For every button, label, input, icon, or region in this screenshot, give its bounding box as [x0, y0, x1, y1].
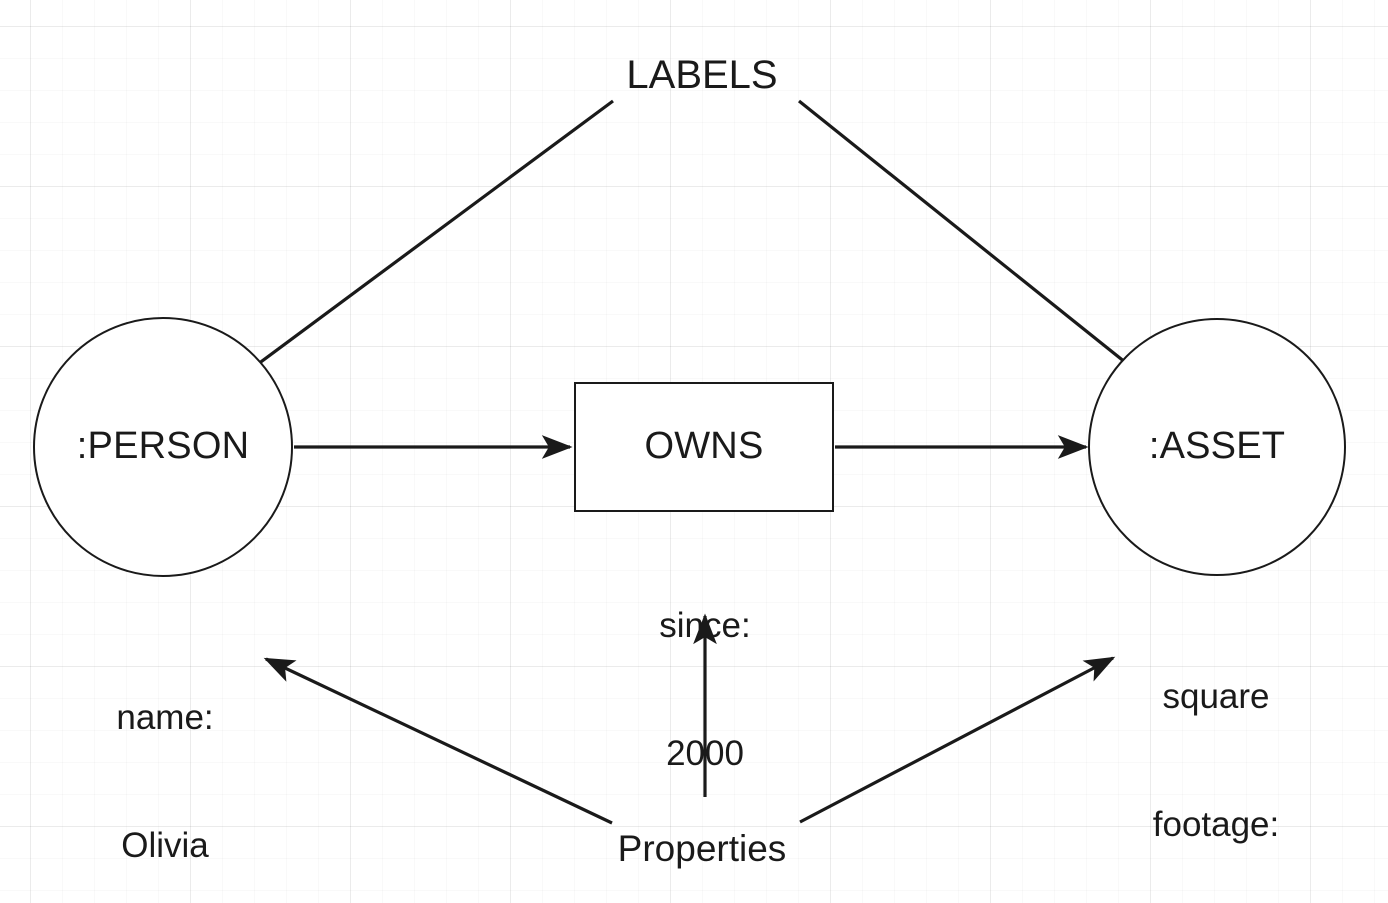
node-person-label: :PERSON — [76, 425, 250, 468]
asset-property-key-line2: footage: — [1152, 805, 1280, 845]
edge-properties-to-person-props — [263, 657, 613, 825]
edge-labels-to-asset — [797, 99, 1183, 409]
owns-property-value: 2000 — [666, 734, 744, 774]
edge-properties-to-asset-props — [799, 656, 1116, 824]
person-properties-text: name: Olivia — [116, 612, 213, 903]
person-property-value: Olivia — [121, 826, 209, 866]
properties-annotation: Properties — [617, 828, 787, 869]
person-property-key: name: — [116, 698, 214, 738]
node-owns-label: OWNS — [644, 425, 764, 468]
asset-property-key-line1: square — [1162, 677, 1270, 717]
labels-annotation: LABELS — [626, 53, 778, 97]
node-asset-label: :ASSET — [1148, 425, 1286, 468]
node-owns[interactable]: OWNS — [574, 382, 834, 512]
asset-properties-text: square footage: 3000 — [1153, 591, 1280, 903]
node-person[interactable]: :PERSON — [33, 317, 293, 577]
owns-properties-text: since: 2000 — [659, 520, 750, 862]
owns-property-key: since: — [659, 606, 751, 646]
node-asset[interactable]: :ASSET — [1088, 318, 1346, 576]
edge-labels-to-person — [197, 99, 614, 409]
